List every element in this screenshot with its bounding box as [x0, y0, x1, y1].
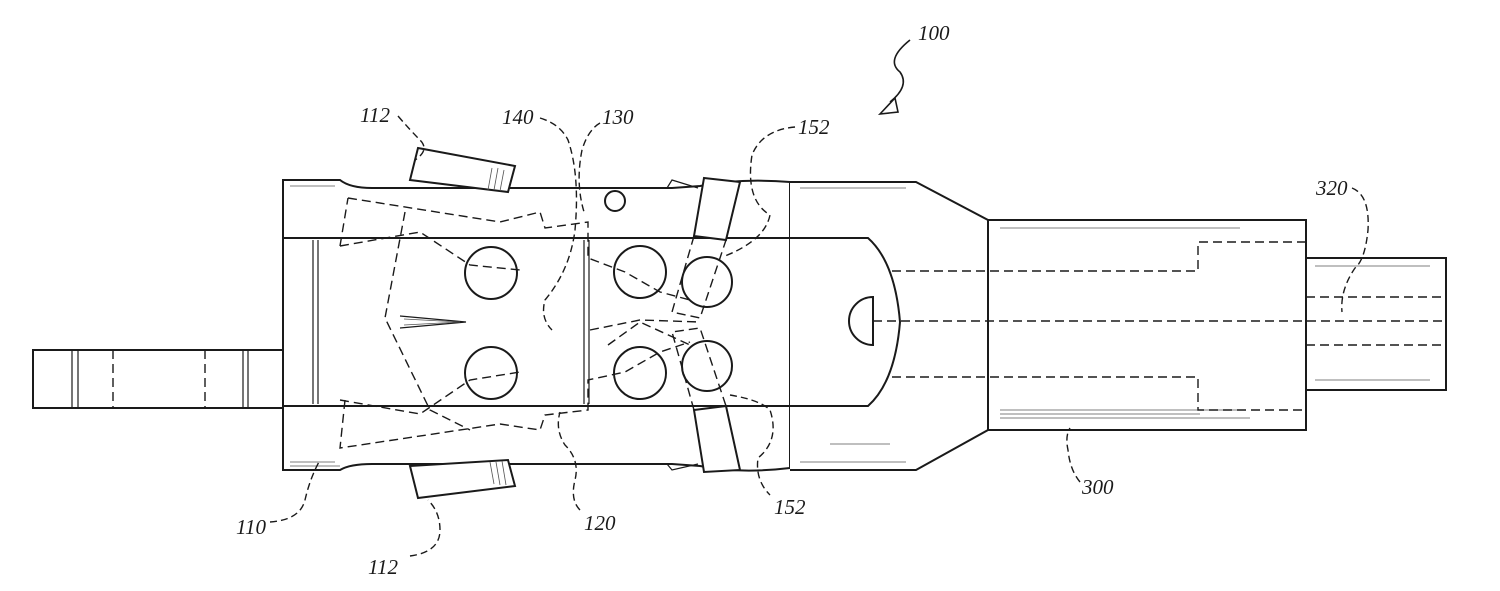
- label-130: 130: [602, 105, 634, 129]
- label-120: 120: [584, 511, 616, 535]
- tapered-head: [790, 182, 988, 470]
- cutter-blade-bottom: [410, 460, 515, 498]
- label-112-bottom: 112: [368, 555, 398, 579]
- label-110: 110: [236, 515, 266, 539]
- left-stub-shaft: [33, 350, 283, 408]
- label-152-bottom: 152: [774, 495, 806, 519]
- label-320: 320: [1315, 176, 1348, 200]
- label-152-top: 152: [798, 115, 830, 139]
- cutter-blade-top: [410, 148, 515, 192]
- label-140: 140: [502, 105, 534, 129]
- label-100: 100: [918, 21, 950, 45]
- label-300: 300: [1081, 475, 1114, 499]
- output-shaft: [1306, 258, 1446, 390]
- label-112-top: 112: [360, 103, 390, 127]
